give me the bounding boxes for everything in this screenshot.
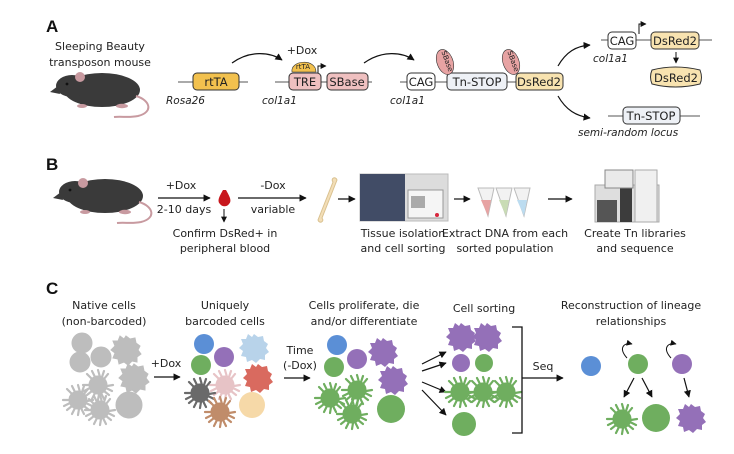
mouse-caption-line1: Sleeping Beauty bbox=[55, 40, 145, 53]
dox-off-label: -Dox bbox=[260, 179, 286, 192]
insertion-arrow bbox=[557, 95, 591, 121]
cell-sorting-label: Cell sorting bbox=[453, 302, 515, 315]
rosa26-locus-label: Rosa26 bbox=[166, 95, 205, 107]
green-to-spiky-arrow bbox=[623, 377, 635, 398]
inserted-tn-stop-box bbox=[622, 106, 681, 125]
mouse-caption-line2: transposon mouse bbox=[49, 56, 151, 69]
barcoded-cells-group bbox=[183, 334, 273, 429]
panel-a-label: A bbox=[46, 17, 58, 36]
extract-dna-line2: sorted population bbox=[456, 242, 553, 255]
dox-on-label: +Dox bbox=[166, 179, 197, 192]
sbase-gene-label: SBase bbox=[329, 75, 364, 89]
cag-promoter-label: CAG bbox=[409, 75, 434, 89]
barcoded-line2: barcoded cells bbox=[185, 315, 265, 328]
dox-inducer-label: +Dox bbox=[287, 44, 318, 57]
dox-off-duration: variable bbox=[251, 203, 296, 216]
cag-promoter-box bbox=[406, 72, 436, 91]
purple-progenitor-cell bbox=[672, 354, 692, 374]
cag-promoter-arrow bbox=[638, 21, 647, 34]
proliferate-line1: Cells proliferate, die bbox=[309, 299, 420, 312]
sorting-bracket bbox=[512, 326, 523, 434]
bound-rtta-blob bbox=[291, 61, 317, 73]
tissue-isolation-line2: and cell sorting bbox=[361, 242, 446, 255]
excision-arrow bbox=[557, 41, 591, 67]
sorted-cells-group bbox=[443, 323, 523, 436]
sbase-enzyme-right bbox=[501, 49, 521, 75]
native-cells-line1: Native cells bbox=[72, 299, 136, 312]
purple-to-bumpy-arrow bbox=[683, 377, 691, 398]
blue-clone-cell bbox=[581, 356, 601, 376]
sorting-arrows bbox=[421, 351, 447, 416]
green-differentiated-spiky bbox=[605, 402, 639, 436]
dsred2-gene-label: DsRed2 bbox=[517, 75, 561, 89]
excised-dsred2-label: DsRed2 bbox=[653, 34, 697, 48]
seq-label: Seq bbox=[533, 360, 554, 373]
rtta-to-tre-arrow bbox=[231, 53, 283, 64]
excised-dsred2-box bbox=[650, 31, 700, 50]
tre-locus-label: col1a1 bbox=[262, 95, 297, 107]
mouse-icon bbox=[49, 71, 150, 118]
barcoded-line1: Uniquely bbox=[201, 299, 250, 312]
purple-differentiated-bumpy bbox=[676, 404, 706, 433]
green-progenitor-cell bbox=[628, 354, 648, 374]
rtta-gene-box bbox=[192, 72, 240, 91]
sbase-gene-box bbox=[326, 72, 369, 91]
dsred2-gene-box bbox=[515, 72, 564, 91]
dsred2-protein-label: DsRed2 bbox=[654, 71, 698, 85]
dox-on-duration: 2-10 days bbox=[157, 203, 212, 216]
proliferate-line2: and/or differentiate bbox=[311, 315, 418, 328]
excised-locus-label: col1a1 bbox=[593, 53, 628, 65]
purple-self-renew-arrow bbox=[666, 339, 677, 359]
tissue-isolation-line1: Tissue isolation bbox=[360, 227, 446, 240]
cell-sorter-icon bbox=[359, 173, 449, 222]
dna-tubes-icon bbox=[477, 187, 531, 218]
inserted-tn-stop-label: Tn-STOP bbox=[626, 109, 676, 123]
native-cells-line2: (non-barcoded) bbox=[62, 315, 147, 328]
time-line1: Time bbox=[286, 344, 314, 357]
green-self-renew-arrow bbox=[622, 339, 633, 359]
blood-drop-icon bbox=[218, 190, 231, 207]
tre-promoter-label: TRE bbox=[293, 75, 316, 89]
time-line2: (-Dox) bbox=[283, 359, 317, 372]
create-libraries-line1: Create Tn libraries bbox=[584, 227, 686, 240]
tre-promoter-arrow bbox=[317, 63, 327, 74]
lineage-tree bbox=[581, 339, 706, 436]
excised-cag-label: CAG bbox=[610, 34, 635, 48]
proliferated-cells-group bbox=[313, 335, 408, 431]
green-differentiated-large bbox=[642, 404, 670, 432]
sequencer-icon bbox=[594, 169, 660, 223]
extract-dna-line1: Extract DNA from each bbox=[442, 227, 568, 240]
tre-promoter-box bbox=[288, 72, 322, 91]
reporter-locus-label: col1a1 bbox=[390, 95, 425, 107]
sbase-to-reporter-arrow bbox=[363, 53, 415, 64]
bound-rtta-label: rtTA bbox=[296, 63, 310, 71]
tn-stop-box bbox=[446, 72, 508, 91]
mouse-icon-b bbox=[52, 177, 153, 224]
dsred2-protein-shape bbox=[650, 66, 702, 88]
panel-b-label: B bbox=[46, 155, 58, 174]
confirm-dsred-line2: peripheral blood bbox=[180, 242, 270, 255]
bone-icon bbox=[317, 177, 338, 223]
panel-c-label: C bbox=[46, 279, 58, 298]
native-cells-group bbox=[61, 332, 150, 427]
excised-cag-box bbox=[607, 31, 637, 50]
reconstruction-line1: Reconstruction of lineage bbox=[561, 299, 701, 312]
green-to-large-arrow bbox=[641, 377, 653, 398]
sbase-enzyme-left bbox=[435, 49, 455, 75]
inserted-locus-label: semi-random locus bbox=[578, 127, 679, 139]
create-libraries-line2: and sequence bbox=[596, 242, 673, 255]
dox-c-label: +Dox bbox=[151, 357, 182, 370]
reconstruction-line2: relationships bbox=[596, 315, 667, 328]
rtta-gene-label: rtTA bbox=[204, 75, 227, 89]
tn-stop-label: Tn-STOP bbox=[452, 75, 502, 89]
confirm-dsred-line1: Confirm DsRed+ in bbox=[173, 227, 278, 240]
